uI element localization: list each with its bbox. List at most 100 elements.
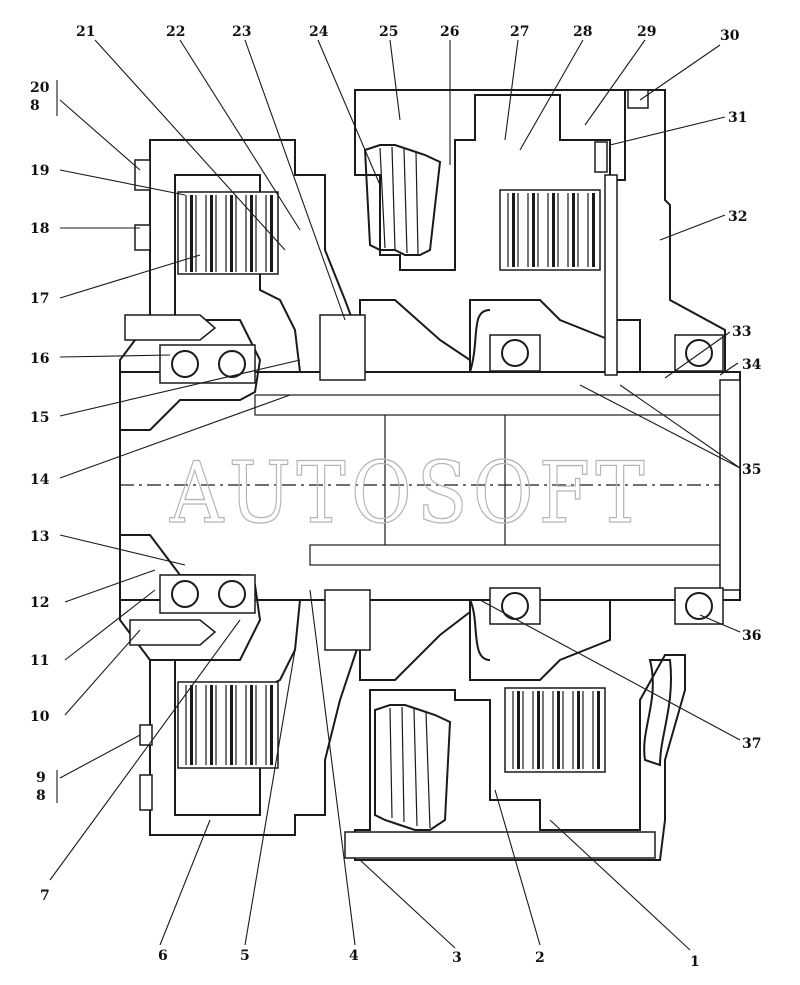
piston-plate-right <box>604 174 618 376</box>
leader-31 <box>609 116 726 146</box>
disc-pack-right-top <box>499 189 601 271</box>
shaft-bore-top <box>254 394 741 416</box>
seal-top-lip <box>469 309 491 373</box>
label-10: 10 <box>30 709 50 725</box>
leader-32 <box>659 214 726 241</box>
right-cover <box>614 89 726 373</box>
label-27: 27 <box>510 24 529 40</box>
disc-pack-left-top <box>177 191 279 275</box>
label-37: 37 <box>742 736 761 752</box>
label-5: 5 <box>240 948 250 964</box>
right-housing-bottom <box>354 654 686 861</box>
label-15: 15 <box>30 410 49 426</box>
label-16: 16 <box>30 351 49 367</box>
bearing-left-bottom <box>159 574 256 614</box>
key-left <box>319 314 366 381</box>
leader-23 <box>244 39 346 321</box>
leader-35b <box>619 384 741 469</box>
leader-9 <box>59 734 141 779</box>
label-23: 23 <box>232 24 251 40</box>
leader-33 <box>664 331 731 379</box>
label-4: 4 <box>349 948 359 964</box>
leader-2 <box>494 789 541 946</box>
leader-24 <box>317 39 381 186</box>
leader-5 <box>244 649 296 946</box>
label-26: 26 <box>440 24 459 40</box>
label-30: 30 <box>720 28 740 44</box>
leader-22 <box>179 39 301 231</box>
leader-21 <box>94 39 286 251</box>
leader-13 <box>59 534 186 566</box>
leader-20 <box>59 99 141 171</box>
label-3: 3 <box>452 950 462 966</box>
label-14: 14 <box>30 472 50 488</box>
label-32: 32 <box>728 209 747 225</box>
label-8-top: 8 <box>30 98 40 114</box>
leader-30 <box>639 44 721 101</box>
leader-37 <box>479 599 741 741</box>
spring-stack-bottom <box>374 704 452 831</box>
leader-28 <box>519 39 584 151</box>
leader-17 <box>59 254 201 299</box>
central-web-bottom <box>359 599 471 681</box>
long-bolt-bottom <box>344 831 656 859</box>
leader-4 <box>309 589 356 946</box>
bearing-left-top <box>159 344 256 384</box>
label-28: 28 <box>573 24 592 40</box>
part-number-labels: 21 22 23 24 25 26 27 28 29 30 31 32 33 3… <box>30 24 762 970</box>
bolt-top-left <box>134 159 151 191</box>
bearing-right-top <box>489 334 541 372</box>
pin-bottom <box>129 619 217 646</box>
label-2: 2 <box>535 950 545 966</box>
bolt-bottom-left-2 <box>139 774 153 811</box>
leader-11 <box>64 589 156 661</box>
spring-stack-top <box>363 144 442 256</box>
disc-pack-left-bottom <box>177 681 279 769</box>
shaft-end-cap <box>719 379 741 591</box>
label-29: 29 <box>637 24 656 40</box>
leader-19 <box>59 169 186 196</box>
seal-bottom-lip <box>469 599 491 661</box>
leader-36 <box>699 614 741 633</box>
leader-3 <box>359 859 456 949</box>
leader-14 <box>59 394 291 479</box>
leader-25 <box>389 39 401 121</box>
pin-top <box>124 314 217 341</box>
leader-10 <box>64 629 141 716</box>
label-1: 1 <box>690 954 700 970</box>
label-17: 17 <box>30 291 49 307</box>
label-22: 22 <box>166 24 185 40</box>
oil-plug-top <box>594 141 608 173</box>
label-21: 21 <box>76 24 95 40</box>
label-11: 11 <box>30 653 49 669</box>
label-35: 35 <box>742 462 761 478</box>
leader-27 <box>504 39 519 141</box>
main-shaft <box>119 371 741 601</box>
leader-29 <box>584 39 646 126</box>
label-9: 9 <box>36 770 46 786</box>
fasteners <box>124 89 672 859</box>
leader-15 <box>59 359 301 417</box>
leader-lines <box>49 39 741 951</box>
label-8-bottom: 8 <box>36 788 46 804</box>
central-web-top <box>359 299 471 373</box>
label-20: 20 <box>30 80 50 96</box>
label-12: 12 <box>30 595 49 611</box>
bolt-mid-left <box>134 224 151 251</box>
shaft-bore-bottom <box>309 544 741 566</box>
leader-12 <box>64 569 156 603</box>
leader-1 <box>549 819 691 951</box>
label-33: 33 <box>732 324 751 340</box>
label-34: 34 <box>742 357 762 373</box>
label-13: 13 <box>30 529 49 545</box>
label-7: 7 <box>40 888 50 904</box>
lever-right <box>643 659 672 767</box>
belleville-springs <box>363 144 452 831</box>
cap-top-right <box>627 89 649 109</box>
label-25: 25 <box>379 24 398 40</box>
bearing-end-bottom <box>674 587 724 625</box>
key-left-bottom <box>324 589 371 651</box>
label-31: 31 <box>728 110 747 126</box>
leader-7 <box>49 619 241 881</box>
